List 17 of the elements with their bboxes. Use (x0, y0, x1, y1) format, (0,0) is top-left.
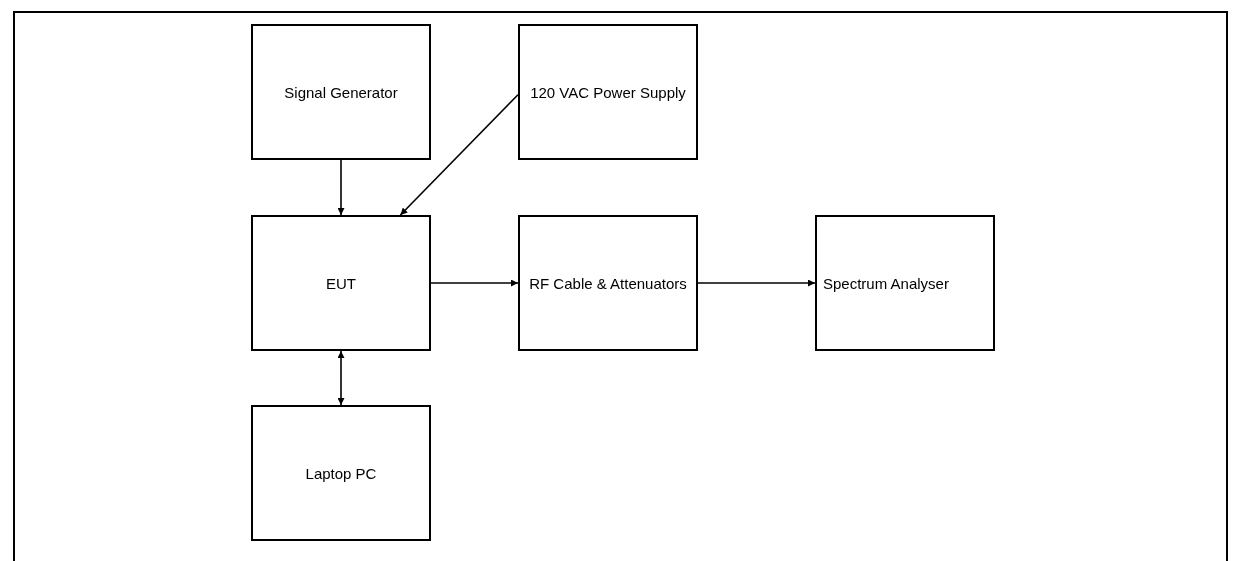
process-box (251, 405, 431, 541)
process-box (251, 24, 431, 160)
arrow (430, 279, 519, 287)
process-box (518, 215, 698, 351)
process-box (251, 215, 431, 351)
arrow (337, 350, 345, 406)
arrow (697, 279, 816, 287)
box-label: Spectrum Analyser (823, 274, 949, 292)
arrow (399, 93, 519, 216)
box-label: Laptop PC (305, 464, 377, 482)
process-box (815, 215, 995, 351)
box-label: Signal Generator (284, 83, 398, 101)
box-label: EUT (326, 274, 356, 292)
box-label: 120 VAC Power Supply (530, 83, 686, 101)
arrow (337, 159, 345, 216)
process-box (518, 24, 698, 160)
box-label: RF Cable & Attenuators (529, 274, 687, 292)
